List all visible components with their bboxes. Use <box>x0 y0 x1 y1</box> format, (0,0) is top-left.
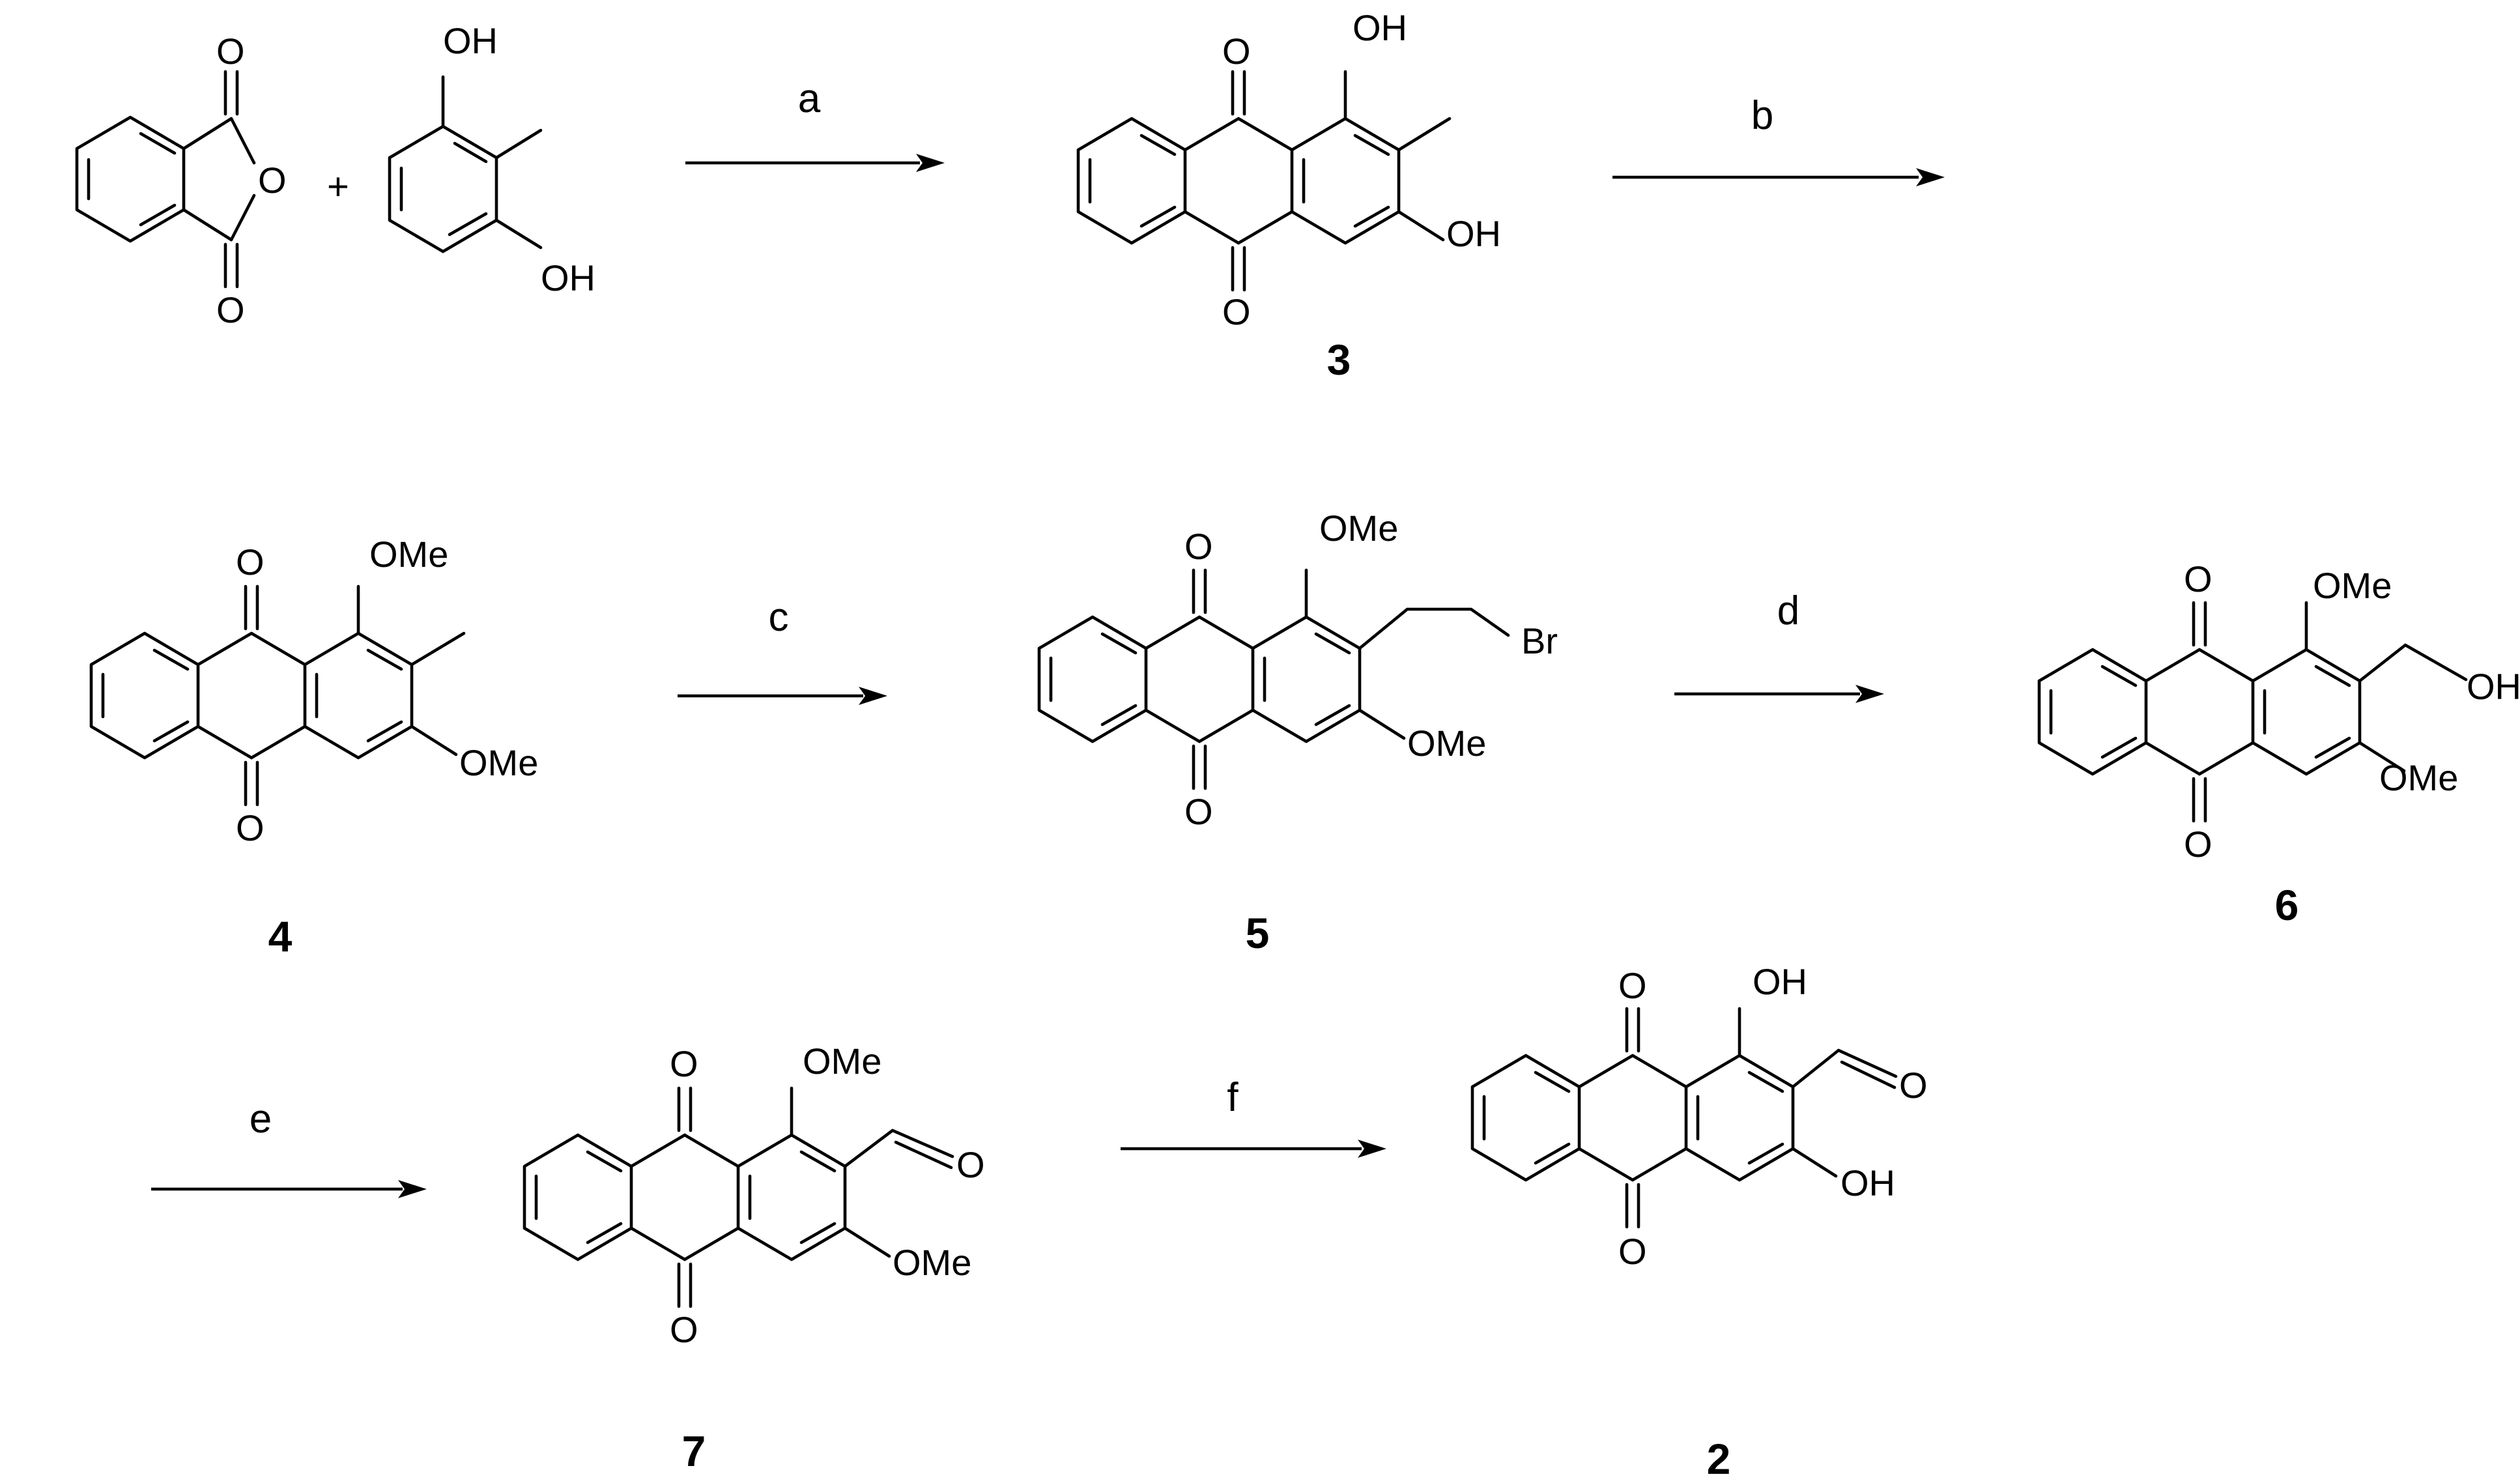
atom-label: OMe <box>2379 757 2458 798</box>
atom-label: OMe <box>803 1041 881 1082</box>
compound-number-2: 2 <box>1707 1435 1731 1481</box>
atom-label: OH <box>1446 213 1501 254</box>
reaction-arrow-b <box>1612 168 1945 186</box>
compound-number-5: 5 <box>1246 909 1270 957</box>
compound-7-structure <box>523 1086 954 1308</box>
compound-3-structure <box>1076 70 1452 292</box>
atom-label: O <box>236 807 265 848</box>
methylresorcinol <box>388 75 543 253</box>
atom-label: OMe <box>459 742 538 783</box>
atom-label: OMe <box>1407 723 1486 764</box>
reaction-arrow-f <box>1121 1140 1386 1158</box>
atom-label: O <box>236 541 265 582</box>
atom-label: OMe <box>369 534 448 575</box>
atom-label: OMe <box>2313 565 2392 606</box>
atom-label: O <box>1618 965 1647 1006</box>
step-label-c: c <box>769 595 789 640</box>
atom-label: O <box>1184 791 1213 832</box>
atom-label: O <box>258 160 287 201</box>
atom-label: O <box>1222 291 1251 332</box>
plus-sign: + <box>327 165 349 208</box>
atom-label: OH <box>2467 666 2520 707</box>
atom-label: O <box>216 31 245 72</box>
atom-label: O <box>670 1043 698 1084</box>
atom-label: OMe <box>893 1242 971 1283</box>
reaction-arrow-d <box>1674 685 1884 703</box>
atom-label: Br <box>1521 620 1558 661</box>
atom-label: OH <box>541 257 595 298</box>
atom-label: O <box>1222 31 1251 72</box>
atom-label: O <box>2184 824 2212 865</box>
step-label-f: f <box>1227 1075 1239 1120</box>
compound-number-7: 7 <box>682 1427 706 1475</box>
atom-label: O <box>2184 558 2212 599</box>
reaction-arrow-e <box>151 1180 427 1198</box>
atom-label: O <box>1184 526 1213 567</box>
atom-label: O <box>1899 1065 1928 1106</box>
atom-label: OH <box>443 20 498 61</box>
compound-number-6: 6 <box>2275 881 2299 929</box>
compound-4-structure <box>89 584 466 807</box>
compound-5-structure <box>1037 568 1510 790</box>
atom-label: O <box>216 289 245 330</box>
atom-label: OH <box>1753 961 1807 1002</box>
atom-label: OH <box>1353 7 1407 48</box>
atom-label: O <box>956 1144 985 1185</box>
step-label-a: a <box>798 76 821 121</box>
reaction-arrow-c <box>678 687 887 705</box>
compound-number-4: 4 <box>268 912 293 960</box>
phthalic-anhydride <box>75 70 256 289</box>
step-label-e: e <box>250 1097 272 1142</box>
atom-label: OMe <box>1319 508 1398 549</box>
step-label-d: d <box>1777 588 1799 633</box>
atom-label: O <box>670 1309 698 1350</box>
step-label-b: b <box>1751 93 1773 138</box>
compound-number-3: 3 <box>1327 336 1351 384</box>
atom-label: O <box>1618 1231 1647 1272</box>
reaction-arrow-a <box>685 154 945 172</box>
atom-label: OH <box>1840 1162 1895 1203</box>
compound-6-structure <box>2037 601 2468 823</box>
compound-2-structure <box>1470 1007 1898 1229</box>
